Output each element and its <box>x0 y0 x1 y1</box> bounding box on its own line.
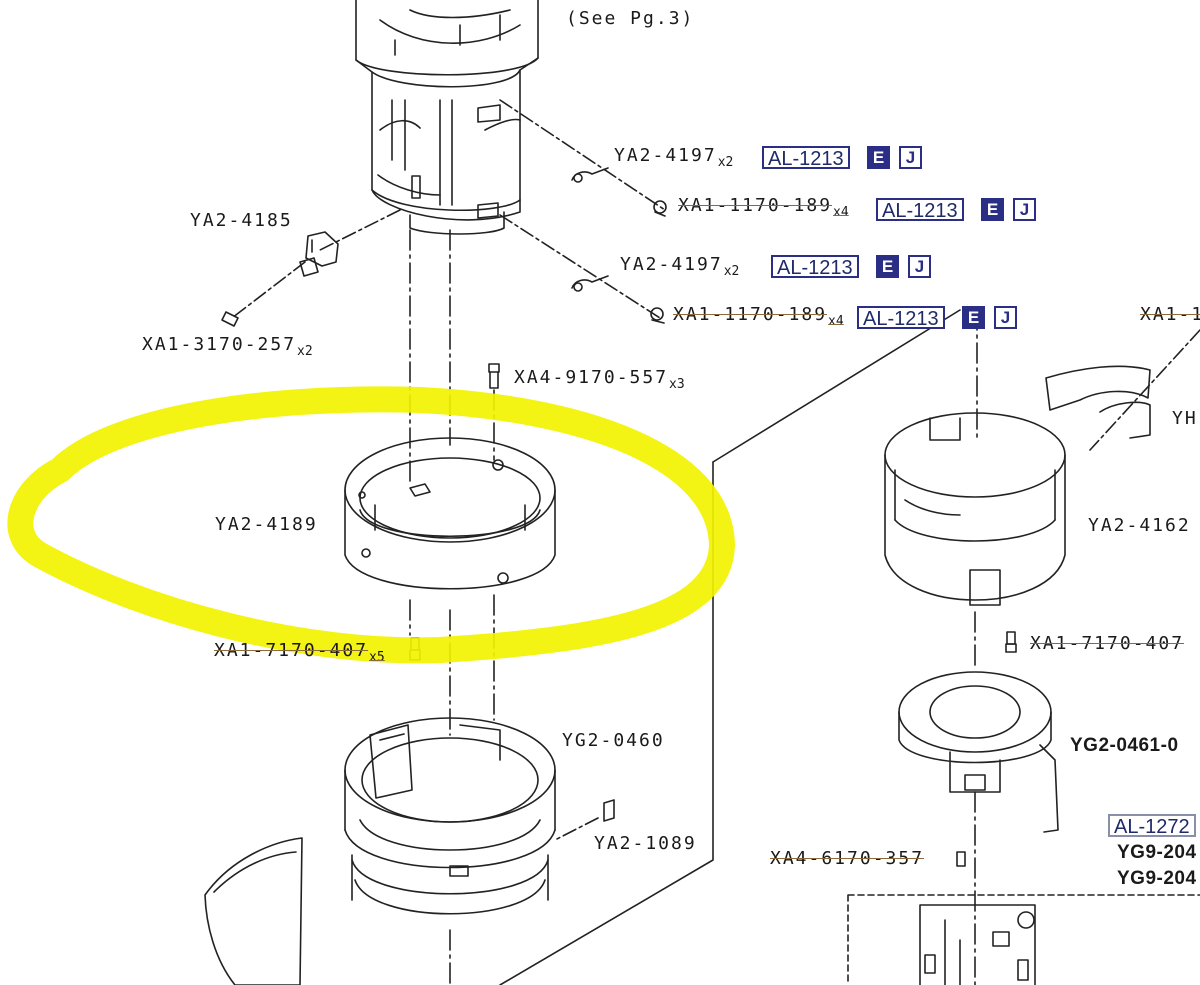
yh-sheet <box>1045 365 1151 439</box>
part-label-ya2-4189: YA2-4189 <box>215 514 318 535</box>
yg2-0460-body <box>344 717 556 915</box>
screw-xa1-1170-b <box>650 307 665 324</box>
ya2-4189-ring <box>344 437 556 590</box>
part-label-ya2-4197-a: YA2-4197x2 <box>614 145 734 170</box>
see-page-note: (See Pg.3) <box>566 8 695 29</box>
yg2-0461-mount <box>898 671 1059 833</box>
barrel-assembly-top <box>355 0 539 235</box>
ref-tag-j-1[interactable]: J <box>899 146 922 169</box>
part-label-yg9-a: YG9-204 <box>1117 842 1197 863</box>
part-label-xa1-right: XA1-1 <box>1140 304 1200 325</box>
ya2-4197-clip-a <box>571 167 609 183</box>
part-label-xa1-7170-407-b: XA1-7170-407 <box>1030 633 1185 654</box>
ref-tag-e-4[interactable]: E <box>962 306 985 329</box>
part-label-xa1-1170-189-b: XA1-1170-189x4 <box>673 304 844 329</box>
part-label-ya2-4185: YA2-4185 <box>190 210 293 231</box>
ref-tag-e-3[interactable]: E <box>876 255 899 278</box>
screw-xa1-7170-b <box>1005 631 1017 653</box>
ya2-4197-clip-b <box>571 275 609 292</box>
part-label-ya2-4162: YA2-4162 <box>1088 515 1191 536</box>
ref-tag-e-2[interactable]: E <box>981 198 1004 221</box>
part-label-yg9-b: YG9-204 <box>1117 868 1197 889</box>
part-label-yg2-0460: YG2-0460 <box>562 730 665 751</box>
screw-xa4-9170 <box>488 363 500 389</box>
ya2-4185-bracket <box>299 231 339 277</box>
screw-xa1-3170 <box>221 311 239 327</box>
part-label-xa1-7170-407-a: XA1-7170-407x5 <box>214 640 385 665</box>
part-label-xa1-1170-189-a: XA1-1170-189x4 <box>678 195 849 220</box>
ref-box-al1213-2[interactable]: AL-1213 <box>876 198 964 222</box>
ref-tag-j-3[interactable]: J <box>908 255 931 278</box>
ref-box-al1213-3[interactable]: AL-1213 <box>771 255 859 279</box>
part-label-ya2-1089: YA2-1089 <box>594 833 697 854</box>
part-label-ya2-4197-b: YA2-4197x2 <box>620 254 740 279</box>
ref-box-al1213-1[interactable]: AL-1213 <box>762 146 850 170</box>
ref-tag-e-1[interactable]: E <box>867 146 890 169</box>
yellow-highlight-circle <box>7 386 735 664</box>
ref-tag-j-2[interactable]: J <box>1013 198 1036 221</box>
part-label-yh: YH <box>1172 408 1198 429</box>
part-label-xa4-9170-557: XA4-9170-557x3 <box>514 367 685 392</box>
ref-box-al1272[interactable]: AL-1272 <box>1108 814 1196 838</box>
pcb-board <box>919 904 1036 985</box>
ya2-4162-barrel <box>884 412 1066 606</box>
part-label-yg2-0461: YG2-0461-0 <box>1070 735 1179 756</box>
ref-box-al1213-4[interactable]: AL-1213 <box>857 306 945 330</box>
screw-xa1-1170-a <box>653 200 667 217</box>
screw-xa4-6170 <box>956 851 966 867</box>
section-boundary <box>499 461 714 985</box>
part-label-xa4-6170-357: XA4-6170-357 <box>770 848 925 869</box>
ref-tag-j-4[interactable]: J <box>994 306 1017 329</box>
part-label-xa1-3170-257: XA1-3170-257x2 <box>142 334 313 359</box>
ya2-1089-piece <box>603 799 615 822</box>
